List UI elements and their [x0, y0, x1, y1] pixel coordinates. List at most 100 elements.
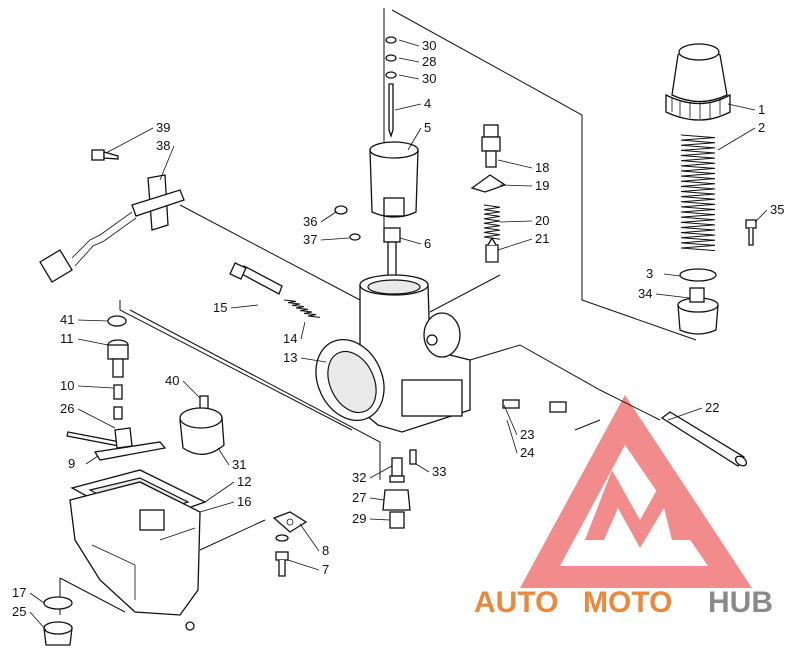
leader-line-8 [299, 523, 320, 552]
callout-14: 14 [283, 331, 297, 346]
part-14-idle-spring [283, 299, 321, 318]
leader-line-19 [499, 184, 533, 187]
part-11-main-jet-holder [107, 339, 129, 378]
part-34-needle-holder [677, 287, 719, 335]
callout-11: 11 [60, 331, 74, 346]
leader-line-17 [29, 592, 45, 604]
callout-4: 4 [424, 96, 431, 111]
part-21-plunger [485, 236, 499, 263]
leader-line-14 [300, 321, 306, 340]
leader-line-32 [369, 465, 393, 479]
part-6-needle-jet [383, 227, 401, 283]
leader-line-12 [204, 481, 235, 503]
spring14-coil [283, 299, 321, 318]
leader-line-38 [159, 145, 175, 181]
part-18-adjuster [481, 124, 501, 168]
part-19-bracket [470, 174, 507, 193]
leader-line-29 [369, 518, 391, 521]
leader-line-10 [77, 385, 115, 389]
leader-line-27 [369, 497, 385, 501]
leader-line-15 [230, 304, 259, 309]
leader-line-23 [503, 404, 518, 436]
callout-30: 30 [422, 71, 436, 86]
part-38-sensor-bracket [39, 174, 185, 283]
leader-line-13 [300, 357, 327, 363]
callout-7: 7 [322, 562, 329, 577]
leader-line-28 [398, 57, 420, 63]
part-36-nut [334, 205, 348, 215]
callout-17: 17 [12, 585, 26, 600]
leader-line-24 [506, 419, 518, 454]
part-39-bolt [91, 149, 119, 161]
leader-line-9 [85, 455, 99, 465]
callout-40: 40 [165, 373, 179, 388]
part-16-float-bowl [69, 481, 201, 631]
part-27-nut [382, 489, 411, 511]
automotohub-logo-mark [520, 395, 752, 588]
callout-18: 18 [535, 160, 549, 175]
leader-line-26 [77, 408, 116, 429]
leader-line-6 [399, 237, 422, 245]
part-30-28-clips [385, 36, 397, 79]
part-10-jets [113, 384, 123, 420]
leader-line-20 [499, 220, 533, 223]
part-5-throttle-slide [369, 141, 419, 218]
part-2-spring [680, 134, 716, 252]
springMain-coil [680, 134, 716, 252]
leader-line-40 [182, 380, 201, 399]
part-26-pin [66, 431, 121, 447]
callout-8: 8 [322, 543, 329, 558]
callout-2: 2 [758, 120, 765, 135]
callout-28: 28 [422, 54, 436, 69]
leader-line-34 [655, 293, 691, 299]
part-3-washer [679, 268, 717, 282]
part-13-carburetor-body [315, 274, 471, 433]
leader-lines [29, 39, 768, 631]
callout-12: 12 [237, 474, 251, 489]
callout-3: 3 [646, 266, 653, 281]
part-41-washer [107, 315, 127, 327]
watermark-auto: AUTO [474, 586, 558, 619]
part-22-vent-hose [660, 411, 748, 467]
callout-22: 22 [705, 400, 719, 415]
leader-line-22 [667, 407, 703, 421]
part-8-plate [272, 511, 308, 533]
leader-line-4 [394, 103, 422, 111]
callout-38: 38 [156, 138, 170, 153]
callout-29: 29 [352, 511, 366, 526]
leader-line-21 [497, 238, 533, 251]
callout-10: 10 [60, 378, 74, 393]
part-37-washer [349, 233, 361, 241]
callout-9: 9 [68, 456, 75, 471]
part-20-spring [483, 204, 501, 240]
callout-27: 27 [352, 490, 366, 505]
part-17-o-ring [43, 596, 73, 610]
leader-line-1 [727, 103, 756, 111]
watermark-moto: MOTO [583, 586, 672, 619]
leader-line-36 [320, 211, 337, 223]
callout-33: 33 [432, 464, 446, 479]
leader-line-3 [663, 273, 681, 277]
leader-line-37 [320, 237, 350, 241]
callout-39: 39 [156, 120, 170, 135]
callout-25: 25 [12, 604, 26, 619]
callout-41: 41 [60, 312, 74, 327]
callout-35: 35 [770, 202, 784, 217]
assembly-guide-lines [59, 8, 697, 615]
leader-line-39 [105, 127, 154, 154]
callout-13: 13 [283, 350, 297, 365]
leader-line-41 [77, 319, 109, 322]
callout-24: 24 [520, 445, 534, 460]
leader-line-30 [398, 39, 420, 47]
leader-line-31 [217, 447, 230, 466]
part-1-top-cap [665, 43, 731, 121]
callout-34: 34 [638, 286, 652, 301]
part-31-float [179, 407, 225, 455]
part-25-drain-plug [43, 621, 73, 646]
part-15-idle-screw [229, 262, 283, 295]
part-32-pilot-jet [389, 457, 405, 483]
leader-line-25 [29, 611, 47, 631]
leader-line-16 [199, 501, 235, 513]
part-23-pilot-screw [549, 401, 567, 413]
